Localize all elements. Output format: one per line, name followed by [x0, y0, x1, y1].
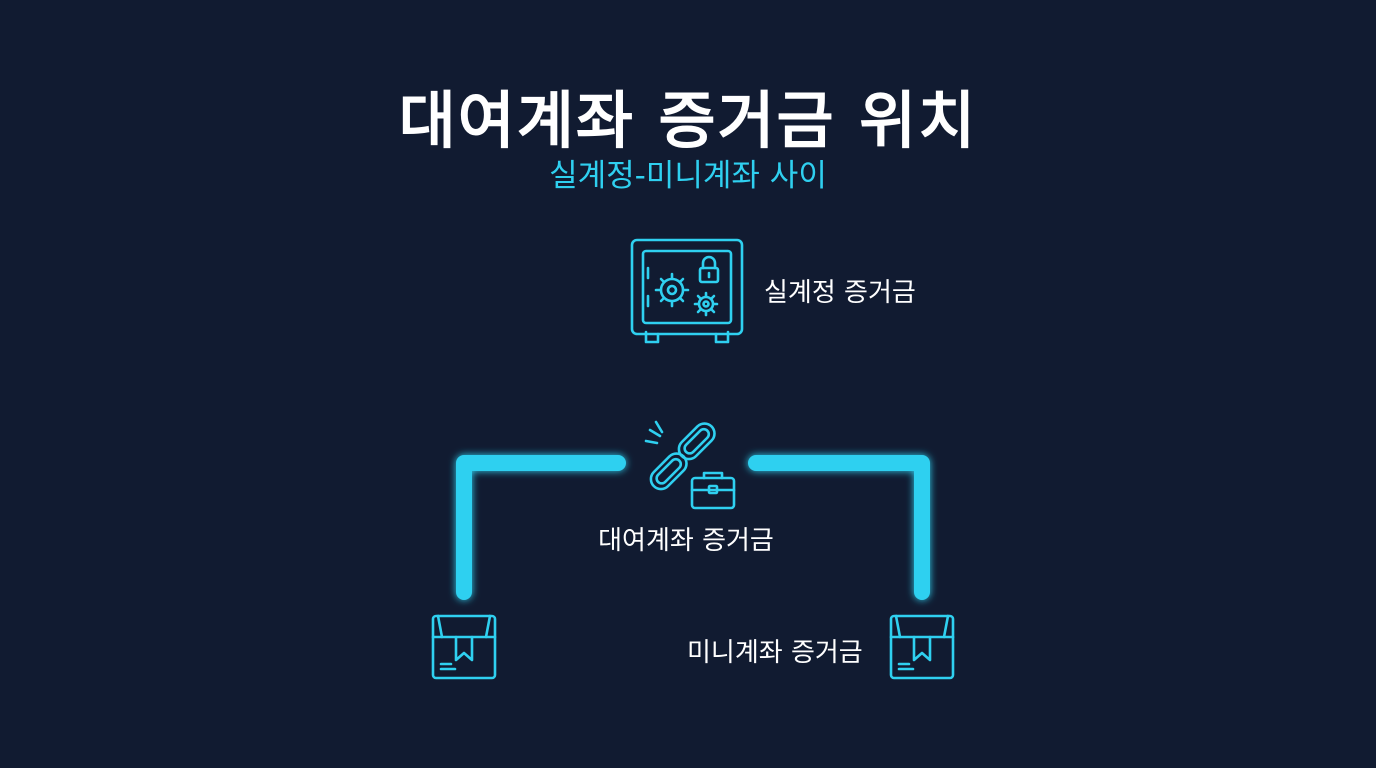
rental-account-margin-text: 대여계좌 증거금: [598, 526, 774, 556]
connector-rental-to-right-box: [748, 455, 930, 600]
package-box-icon-right: [889, 614, 955, 680]
safe-icon: [630, 238, 744, 344]
chain-link-briefcase-icon: [644, 420, 736, 510]
mini-account-margin-label: 미니계좌 증거금: [687, 638, 863, 668]
connectors: [456, 354, 930, 600]
package-box-icon-left: [431, 614, 497, 680]
diagram-subtitle: 실계정-미니계좌 사이: [549, 158, 827, 194]
connector-rental-to-left-box: [456, 455, 626, 600]
rental-account-margin-label: 대여계좌 증거금: [0, 520, 1376, 557]
real-account-margin-label: 실계정 증거금: [764, 278, 916, 308]
diagram-title: 대여계좌 증거금 위치: [398, 84, 978, 157]
